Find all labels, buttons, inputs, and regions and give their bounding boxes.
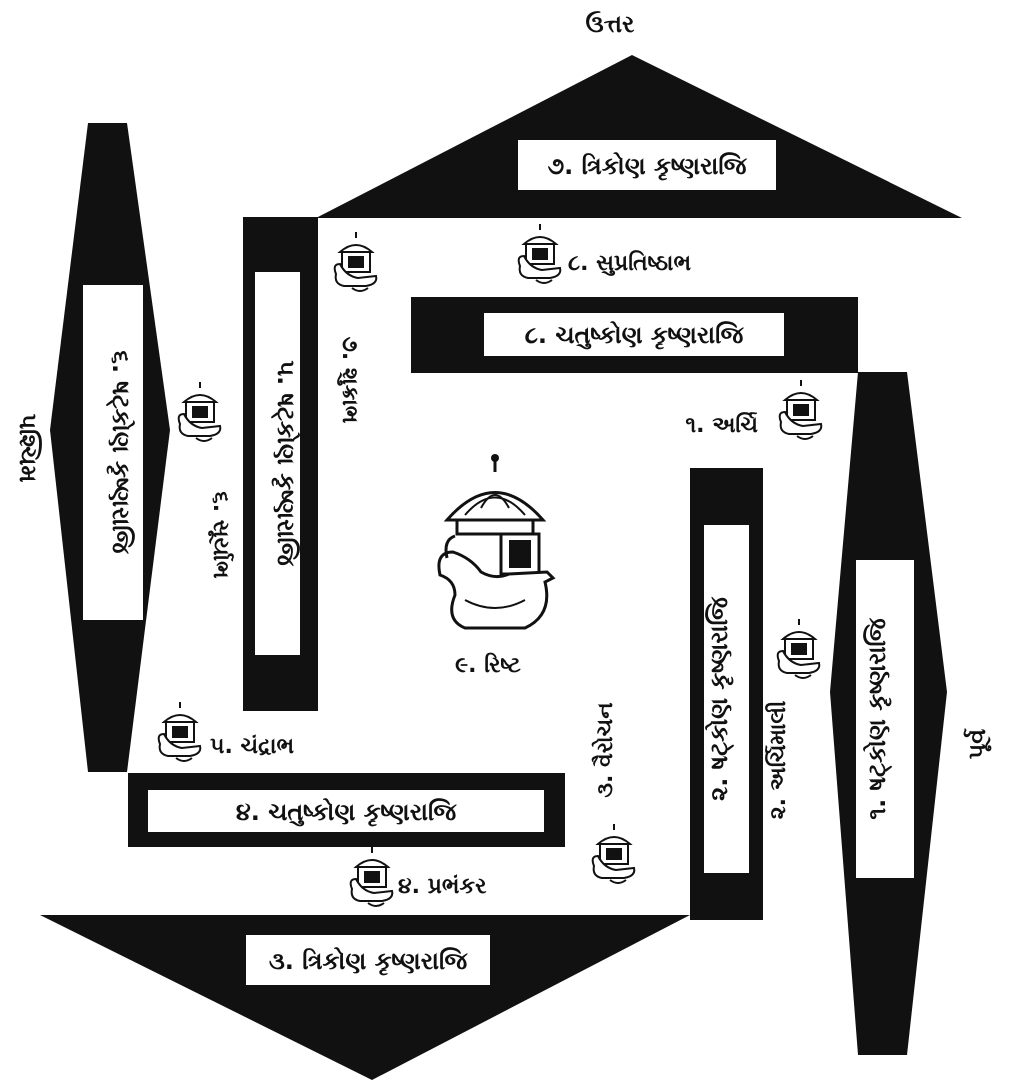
vimana-5-label: ૫. ચંદ્રાભ — [210, 734, 294, 759]
west-label: પશ્ચિમ — [14, 414, 42, 483]
krishnaraji-3-label: ૩. ત્રિકોણ કૃષ્ણરાજિ — [269, 946, 469, 976]
palanquin-icon — [780, 380, 822, 439]
palanquin-icon — [351, 847, 393, 906]
krishnaraji-1-label: ૧. ષટ્કોણ કૃષ્ણરાજિ — [862, 617, 892, 820]
vimana-8-label: ૮. સુપ્રતિષ્ઠાભ — [568, 250, 691, 276]
krishnaraji-2-label: ૨. ષટ્કોણ કૃષ્ણરાજિ — [704, 596, 734, 801]
palanquin-icon — [335, 232, 377, 291]
triangle-krishnaraji-7 — [316, 55, 962, 218]
east-label: પૂર્વ — [963, 728, 991, 760]
north-label: ઉત્તર — [586, 10, 635, 38]
palanquin-icon — [778, 619, 820, 678]
vimana-3-label: ૩. વૈરોચન — [591, 702, 618, 797]
vimana-7-label: ૭. શુક્રાભ — [337, 337, 362, 424]
vimana-2-label: ૨. અર્ચિમાલી — [765, 701, 791, 820]
palanquin-icon — [159, 702, 201, 761]
krishnaraji-8-label: ૮. ચતુષ્કોણ કૃષ્ણરાજિ — [525, 320, 745, 350]
krishnaraji-7-label: ૭. ત્રિકોણ કૃષ્ણરાજિ — [547, 151, 747, 181]
palanquin-icon — [519, 224, 561, 283]
palanquin-icon — [179, 382, 221, 441]
krishnaraji-4-label: ૪. ચતુષ્કોણ કૃષ્ણરાજિ — [236, 797, 458, 827]
palanquin-icon — [593, 824, 635, 883]
krishnaraji-6-label: ૬. ષટ્કોણ કૃષ્ણરાજિ — [106, 351, 136, 555]
krishnaraji-5-label: ૫. ષટ્કોણ કૃષ્ણરાજિ — [271, 360, 301, 567]
vimana-9-label: ૯. રિષ્ટ — [455, 652, 521, 678]
vimana-1-label: ૧. અર્ચિ — [685, 412, 758, 438]
vimana-4-label: ૪. પ્રભંકર — [398, 874, 487, 899]
central-palanquin-icon — [439, 454, 553, 628]
vimana-6-label: ૬. સૂર્યાભ — [208, 491, 234, 579]
